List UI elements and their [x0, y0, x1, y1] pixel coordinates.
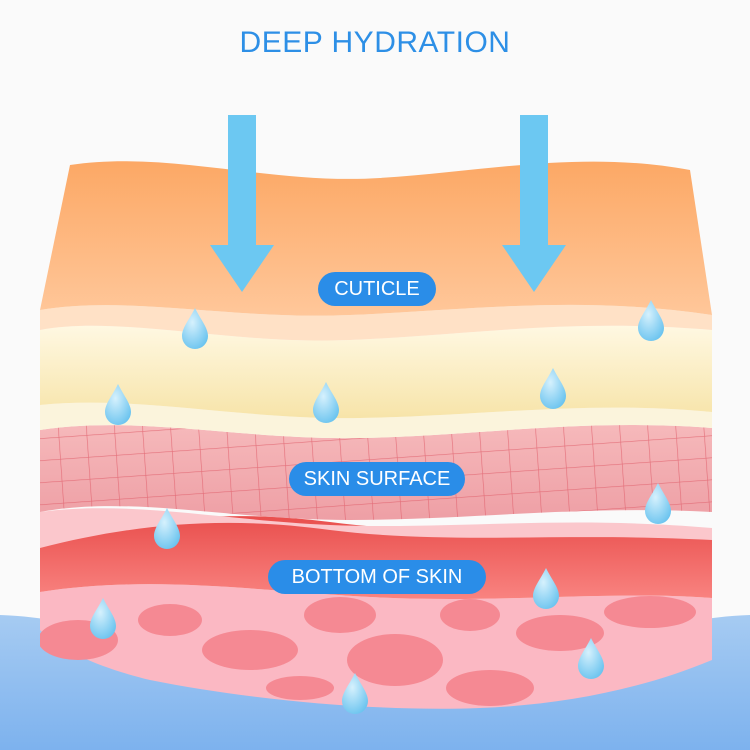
water-drop-icon: [154, 508, 180, 549]
water-drop-icon: [342, 673, 368, 714]
cell: [304, 597, 376, 633]
down-arrow-icon: [210, 115, 274, 292]
cuticle-layer: [40, 161, 712, 341]
water-drop-icon: [182, 308, 208, 349]
water-drop-icon: [540, 368, 566, 409]
diagram-title: DEEP HYDRATION: [239, 26, 511, 59]
water-drop-icon: [578, 638, 604, 679]
water-drop-icon: [645, 483, 671, 524]
cell: [446, 670, 534, 706]
cell: [138, 604, 202, 636]
water-drop-icon: [533, 568, 559, 609]
water-drop-icon: [313, 382, 339, 423]
down-arrow-icon: [502, 115, 566, 292]
cell: [440, 599, 500, 631]
water-base: [0, 615, 750, 750]
label-bottom-of-skin: BOTTOM OF SKIN: [268, 560, 486, 594]
cell: [266, 676, 334, 700]
water-drop-icon: [90, 598, 116, 639]
water-drop-icon: [638, 300, 664, 341]
water-drop-icon: [105, 384, 131, 425]
cream-layer: [40, 325, 712, 439]
cell: [516, 615, 604, 651]
label-cuticle: CUTICLE: [318, 272, 436, 306]
cell: [202, 630, 298, 670]
label-skin-surface: SKIN SURFACE: [289, 462, 465, 496]
cell: [604, 596, 696, 628]
bottom-of-skin-layer: [40, 584, 712, 709]
cell: [347, 634, 443, 686]
